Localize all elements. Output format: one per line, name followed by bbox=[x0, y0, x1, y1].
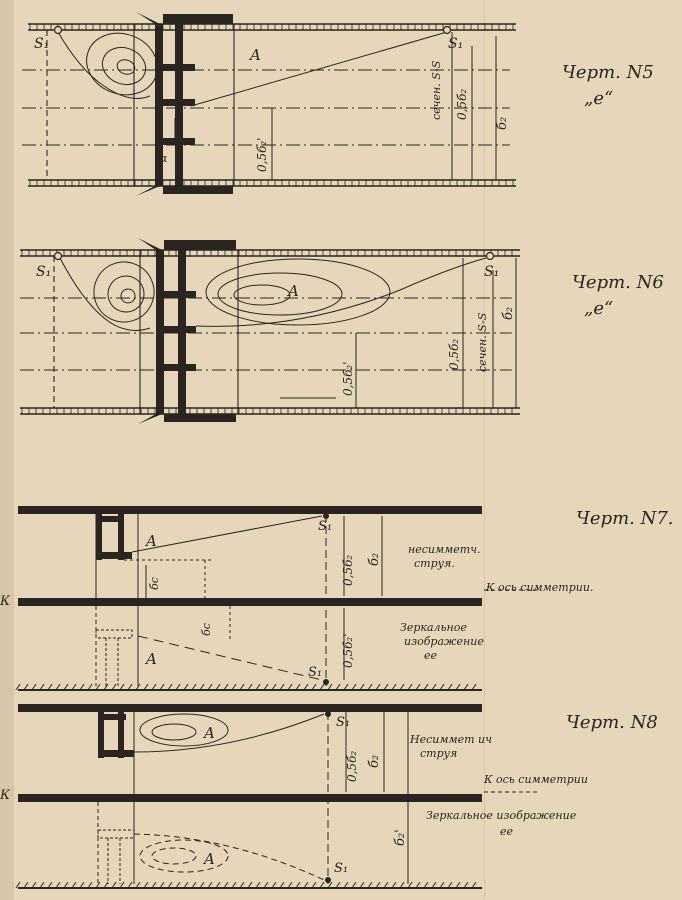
n7-text: S₁ S₁ A A 0,5б₂ б₂ бс 0,5б₂' бс bbox=[144, 519, 382, 680]
n6-subtitle: „е“ bbox=[584, 298, 614, 319]
n6-centerlines bbox=[20, 297, 512, 371]
n8-mirror-grating bbox=[97, 829, 135, 884]
n7-title: Черт. N7. bbox=[576, 508, 674, 529]
n5-angle-label: α bbox=[160, 152, 168, 165]
figure-n5 bbox=[22, 12, 516, 196]
n8-dim-full: б₂ bbox=[367, 755, 382, 768]
n7-dim-full: б₂ bbox=[367, 553, 382, 566]
n6-dim-half: 0,5б₂ bbox=[447, 339, 461, 370]
n7-heavy-walls bbox=[18, 506, 482, 606]
n5-dim-section: сечен. S-S bbox=[430, 60, 443, 120]
n8-heavy-walls bbox=[18, 704, 482, 802]
n6-frame bbox=[53, 250, 239, 414]
n8-note-top-line2: струя bbox=[420, 747, 458, 760]
n7-dim-half: 0,5б₂ bbox=[341, 555, 355, 586]
n7-point-top-label: S₁ bbox=[318, 519, 332, 534]
n7-ground-hatch bbox=[15, 683, 477, 691]
n7-left-mark: К bbox=[0, 594, 11, 609]
n5-source-left bbox=[53, 25, 63, 35]
n5-frame bbox=[46, 24, 235, 186]
n5-dim-full: б₂ bbox=[495, 117, 510, 130]
n7-point-bottom-label: S₁ bbox=[308, 665, 322, 680]
n7-axis-label: К ось симметрии. bbox=[486, 581, 594, 594]
n6-grating bbox=[138, 238, 236, 424]
n8-note-bottom-line1: Зеркальное изображение bbox=[426, 809, 577, 822]
n5-point-right-label: S₁ bbox=[448, 36, 463, 52]
n7-note-top-line1: несимметч. bbox=[408, 543, 481, 556]
n8-note-bottom-line2: ее bbox=[500, 825, 514, 838]
n7-note-bottom-line1: Зеркальное bbox=[400, 621, 467, 634]
n6-eddies bbox=[59, 257, 487, 399]
n6-source-right bbox=[485, 251, 495, 261]
n6-zone-label: A bbox=[286, 282, 299, 300]
n7-note-bottom-line3: ее bbox=[424, 649, 438, 662]
n7-mirror-grating bbox=[95, 629, 133, 686]
n8-note-top-line1: Несиммет ич bbox=[410, 733, 492, 746]
n7-source-top bbox=[323, 513, 329, 519]
figure-n8 bbox=[15, 704, 540, 889]
figure-n6 bbox=[20, 238, 520, 424]
n8-title: Черт. N8 bbox=[566, 712, 658, 733]
n5-eddy bbox=[57, 31, 448, 107]
n7-dim-bc-lower: бс bbox=[200, 623, 213, 636]
n5-dim-half-prime: 0,5б₂' bbox=[255, 137, 269, 172]
n8-left-mark: К bbox=[0, 788, 11, 803]
n5-text: S₁ S₁ A α сечен. S-S 0,5б₂ б₂ 0,5б₂' bbox=[34, 36, 510, 172]
n8-dim-full-prime: б₂' bbox=[393, 829, 408, 846]
n6-title: Черт. N6 bbox=[572, 272, 664, 293]
n7-dim-half-prime: 0,5б₂' bbox=[341, 633, 355, 668]
n8-dim-half: 0,5б₂ bbox=[345, 751, 359, 782]
n5-hatching bbox=[29, 24, 514, 186]
n6-dim-half-prime: 0,5б₂' bbox=[341, 361, 355, 396]
n7-note-top-line2: струя. bbox=[414, 557, 455, 570]
n8-source-top bbox=[325, 711, 331, 717]
figure-n7 bbox=[15, 506, 540, 691]
n7-dim-bc: бс bbox=[148, 577, 161, 590]
n6-dimensions bbox=[355, 258, 517, 408]
n5-zone-label: A bbox=[248, 46, 261, 64]
n6-dim-section: сечен. S-S bbox=[476, 312, 489, 372]
n8-zone-top-label: A bbox=[202, 724, 215, 742]
n8-lines bbox=[18, 704, 540, 889]
n6-text: S₁ S₁ A сечен. S-S 0,5б₂ б₂ 0,5б₂' bbox=[36, 264, 516, 396]
n5-point-left-label: S₁ bbox=[34, 36, 49, 52]
n6-point-left-label: S₁ bbox=[36, 264, 51, 280]
paper-fold bbox=[484, 0, 485, 900]
n6-point-right-label: S₁ bbox=[484, 264, 499, 280]
n6-source-left bbox=[53, 251, 63, 261]
n8-ground-hatch bbox=[15, 881, 477, 889]
n7-note-bottom-line2: изображение bbox=[404, 635, 484, 648]
n6-dim-full: б₂ bbox=[501, 307, 516, 320]
n5-dimensions bbox=[174, 32, 497, 180]
n7-source-bottom bbox=[323, 679, 329, 685]
n8-point-bottom-label: S₁ bbox=[334, 861, 348, 876]
n5-grating bbox=[136, 12, 233, 196]
n7-lines bbox=[18, 506, 540, 691]
n5-subtitle: „е“ bbox=[584, 88, 614, 109]
n7-zone-top-label: A bbox=[144, 532, 157, 550]
n6-walls bbox=[20, 249, 520, 415]
n8-axis-label: К ось симметрии bbox=[484, 773, 588, 786]
n8-text: S₁ S₁ A A 0,5б₂ б₂ б₂' bbox=[202, 715, 408, 876]
n5-dim-half: 0,5б₂ bbox=[455, 89, 469, 120]
n5-title: Черт. N5 bbox=[562, 62, 654, 83]
n5-source-right bbox=[442, 25, 452, 35]
n8-zone-bottom-label: A bbox=[202, 850, 215, 868]
paper-edge bbox=[0, 0, 14, 900]
n7-zone-bottom-label: A bbox=[144, 650, 157, 668]
n8-point-top-label: S₁ bbox=[336, 715, 350, 730]
n8-source-bottom bbox=[325, 877, 331, 883]
n6-hatching bbox=[21, 250, 513, 414]
